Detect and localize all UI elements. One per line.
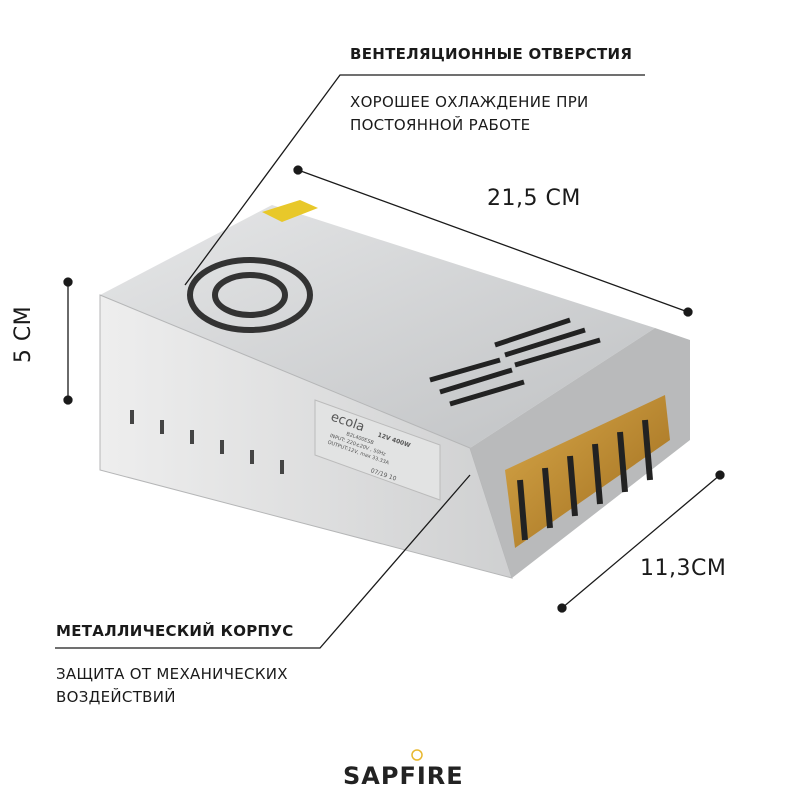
callout-bottom-title: МЕТАЛЛИЧЕСКИЙ КОРПУС — [56, 622, 294, 640]
side-vents — [130, 410, 284, 474]
callout-bottom-leader — [55, 474, 471, 649]
callout-top-line1: ХОРОШЕЕ ОХЛАЖДЕНИЕ ПРИ — [350, 93, 589, 111]
callout-top-leader — [184, 74, 645, 286]
length-dimension-line — [297, 169, 689, 313]
width-dimension-line — [561, 474, 721, 609]
sapfire-logo: SAPFIRE — [343, 762, 464, 790]
fan-grille — [187, 257, 313, 333]
height-label: 5 СМ — [11, 305, 37, 364]
label-plate — [314, 399, 441, 501]
width-label: 11,3СМ — [640, 556, 727, 581]
callout-top-line2: ПОСТОЯННОЙ РАБОТЕ — [350, 116, 531, 134]
callout-bottom-line2: ВОЗДЕЙСТВИЙ — [56, 688, 176, 706]
logo-bulb-icon — [411, 749, 423, 761]
length-label: 21,5 СМ — [487, 186, 581, 211]
warning-sticker — [262, 200, 318, 222]
case-top — [100, 205, 655, 448]
vent-slots — [429, 317, 601, 407]
callout-bottom-line1: ЗАЩИТА ОТ МЕХАНИЧЕСКИХ — [56, 665, 288, 683]
callout-top-title: ВЕНТЕЛЯЦИОННЫЕ ОТВЕРСТИЯ — [350, 45, 633, 63]
